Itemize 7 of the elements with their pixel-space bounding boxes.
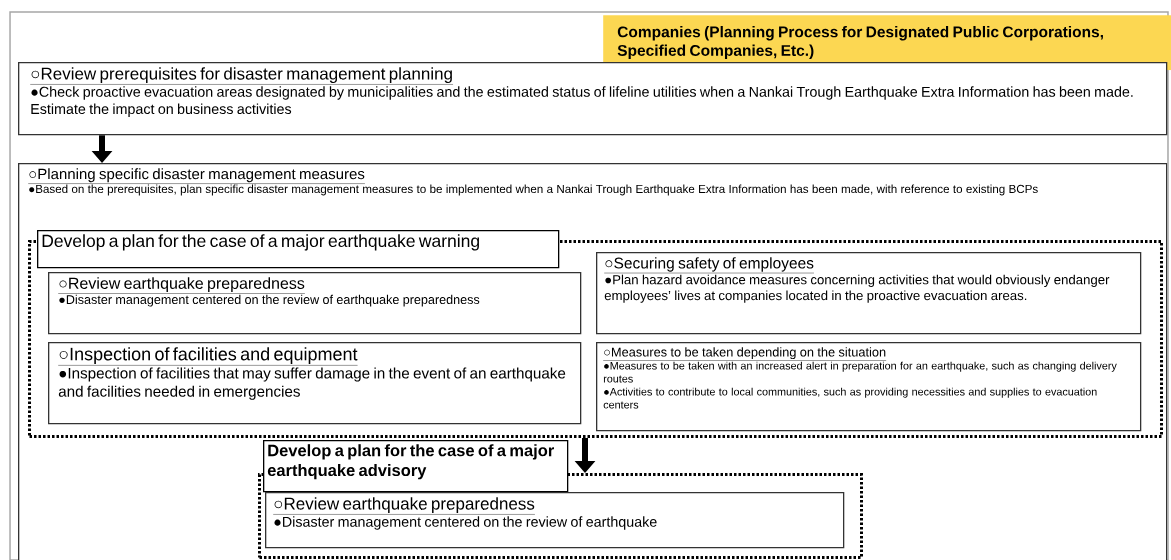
process-box: ○Securing safety of employees ●Plan hazard avoidance measures concerning activities that would obviously endanger employees’ lives at companies located in the proactive evacuation areas.	[596, 252, 1142, 335]
heading-box: Develop a plan for the case of a major earthquake advisory	[263, 440, 569, 493]
process-box: ○Measures to be taken depending on the situation ●Measures to be taken with an increased alert in preparation for an earthquake, such as changing delivery routes ●Activities to contribute to local communities, such as providing necessities and supplies to evacuation centers	[596, 342, 1142, 432]
process-box: ○Inspection of facilities and equipment ●Inspection of facilities that may suffer damage in the event of an earthquake and facilities needed in emergencies	[48, 342, 582, 425]
process-box: ○Review earthquake preparedness ●Disaster management centered on the review of earthquake preparedness	[48, 272, 582, 335]
process-box: ○Review prerequisites for disaster management planning ●Check proactive evacuation areas designated by municipalities and the estimated status of lifeline utilities when a Nankai Trough Earthquake Extra Information has been made. Estimate the impact on business activities	[18, 62, 1168, 136]
heading-box: Develop a plan for the case of a major earthquake warning	[37, 230, 560, 269]
